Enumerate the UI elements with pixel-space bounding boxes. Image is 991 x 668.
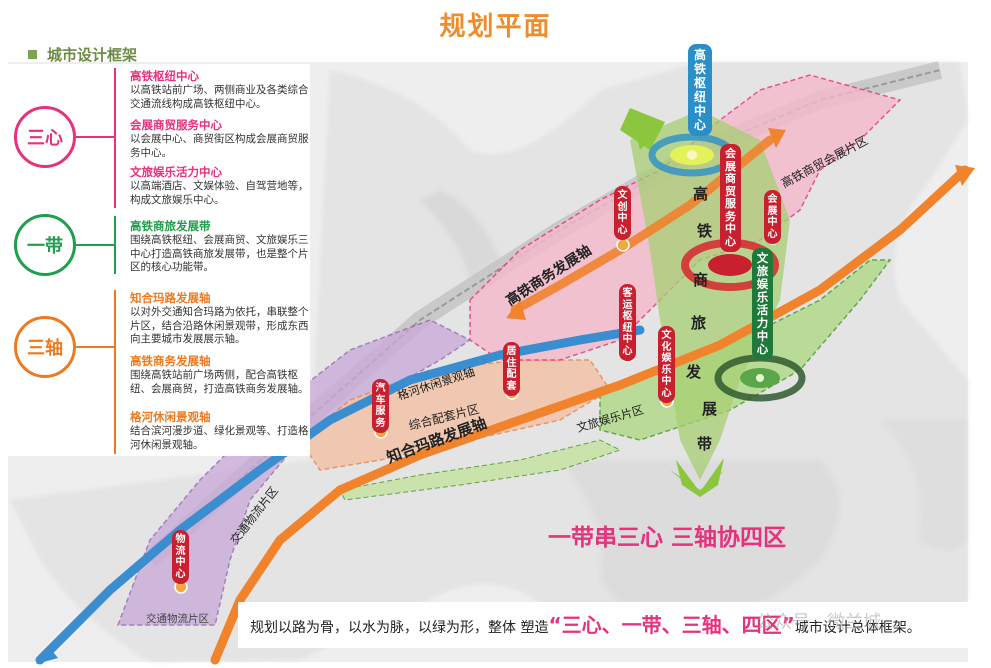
band-char: 铁 bbox=[697, 222, 712, 240]
bracket bbox=[114, 290, 116, 454]
item-title: 高铁枢纽中心 bbox=[130, 69, 199, 83]
item-text: 结合滨河漫步道、绿化景观等、打造格河休闲景观轴。 bbox=[130, 425, 309, 451]
tag-culture-entertainment: 文化娱乐中心 bbox=[658, 326, 675, 403]
tag-logistics-center: 物流中心 bbox=[172, 530, 189, 584]
band-arrow-up-tail bbox=[620, 108, 665, 150]
item-title: 高铁商旅发展带 bbox=[130, 219, 211, 233]
item-text: 围绕高铁枢纽、会展商贸、文旅娱乐三中心打造高铁商旅发展带，也是整个片区的核心功能… bbox=[130, 234, 309, 273]
tag-auto-service: 汽车服务 bbox=[372, 379, 389, 433]
item-title: 会展商贸服务中心 bbox=[130, 118, 222, 132]
band-char: 展 bbox=[702, 400, 717, 418]
item-title: 知合玛路发展轴 bbox=[130, 291, 211, 305]
caption: 规划以路为骨，以水为脉，以绿为形，整体 塑造“三心、一带、三轴、四区”城市设计总… bbox=[238, 602, 991, 648]
section-bullet bbox=[28, 50, 37, 59]
business-axis-arrow-left bbox=[506, 300, 526, 320]
item-text: 以对外交通知合玛路为依托，串联整个片区，结合沿路休闲景观带，形成东西向主要城市发… bbox=[130, 306, 309, 345]
section-heading: 城市设计框架 bbox=[28, 44, 137, 65]
caption-prefix: 规划以路为骨，以水为脉，以绿为形，整体 塑造 bbox=[250, 620, 549, 636]
band-char: 商 bbox=[693, 271, 708, 289]
band-chars: 高 铁 商 旅 发 展 带 bbox=[685, 185, 717, 453]
legend-panel: 三心 高铁枢纽中心 以高铁站前广场、两侧商业及各类综合交通流线构成高铁枢纽中心。… bbox=[8, 64, 310, 456]
river-axis bbox=[35, 325, 645, 665]
watermark: 公众号 · 微兰城 bbox=[756, 612, 882, 633]
item-text: 围绕高铁站前广场两侧，配合高铁枢纽、会展商贸，打造高铁商务发展轴。 bbox=[130, 369, 309, 395]
band-char: 高 bbox=[693, 185, 708, 203]
caption-suffix: 城市设计总体框架。 bbox=[794, 620, 921, 636]
connector bbox=[76, 244, 114, 246]
connector bbox=[76, 136, 114, 138]
culture-tourism-strip bbox=[339, 439, 622, 501]
river-arrow bbox=[36, 646, 58, 664]
bracket bbox=[114, 216, 116, 274]
item-text: 以会展中心、商贸街区构成会展商贸服务中心。 bbox=[130, 133, 309, 159]
slogan: 一带串三心 三轴协四区 bbox=[548, 525, 787, 551]
business-axis-arrow bbox=[768, 128, 786, 148]
green-band bbox=[630, 110, 790, 480]
logistics-bottom-label: 交通物流片区 bbox=[146, 612, 209, 625]
tag-culture-vitality: 文旅娱乐活力中心 bbox=[752, 248, 773, 360]
logistics-zone bbox=[116, 319, 472, 626]
badge-three-axes: 三轴 bbox=[14, 316, 76, 378]
band-char: 旅 bbox=[691, 314, 706, 332]
band-arrow-down-head bbox=[676, 458, 724, 497]
item-text: 以高铁站前广场、两侧商业及各类综合交通流线构成高铁枢纽中心。 bbox=[130, 84, 309, 110]
bracket bbox=[114, 68, 116, 208]
connector bbox=[76, 346, 114, 348]
item-title: 格河休闲景观轴 bbox=[130, 410, 211, 424]
page-title: 规划平面 bbox=[439, 12, 552, 42]
zhihema-arrow bbox=[955, 165, 975, 186]
tag-exhibition-center: 会展中心 bbox=[764, 190, 781, 244]
zhihema-axis bbox=[210, 165, 970, 665]
section-title: 城市设计框架 bbox=[47, 46, 138, 64]
tag-rail-hub: 高铁枢纽中心 bbox=[688, 44, 712, 136]
item-title: 高铁商务发展轴 bbox=[130, 354, 211, 368]
tag-expo-center: 会展商贸服务中心 bbox=[720, 144, 741, 252]
band-char: 带 bbox=[697, 435, 712, 453]
tag-transit-hub: 客运枢纽中心 bbox=[619, 284, 636, 361]
tag-creative-center: 文创中心 bbox=[614, 186, 631, 240]
item-text: 以高端酒店、文娱体验、自驾营地等，构成文旅娱乐中心。 bbox=[130, 180, 309, 206]
badge-three-centers: 三心 bbox=[14, 106, 76, 168]
item-title: 文旅娱乐活力中心 bbox=[130, 165, 222, 179]
band-char: 发 bbox=[685, 363, 702, 381]
caption-highlight: “三心、一带、三轴、四区” bbox=[548, 613, 795, 637]
tag-residential: 居住配套 bbox=[503, 342, 520, 396]
badge-one-band: 一带 bbox=[14, 214, 76, 276]
